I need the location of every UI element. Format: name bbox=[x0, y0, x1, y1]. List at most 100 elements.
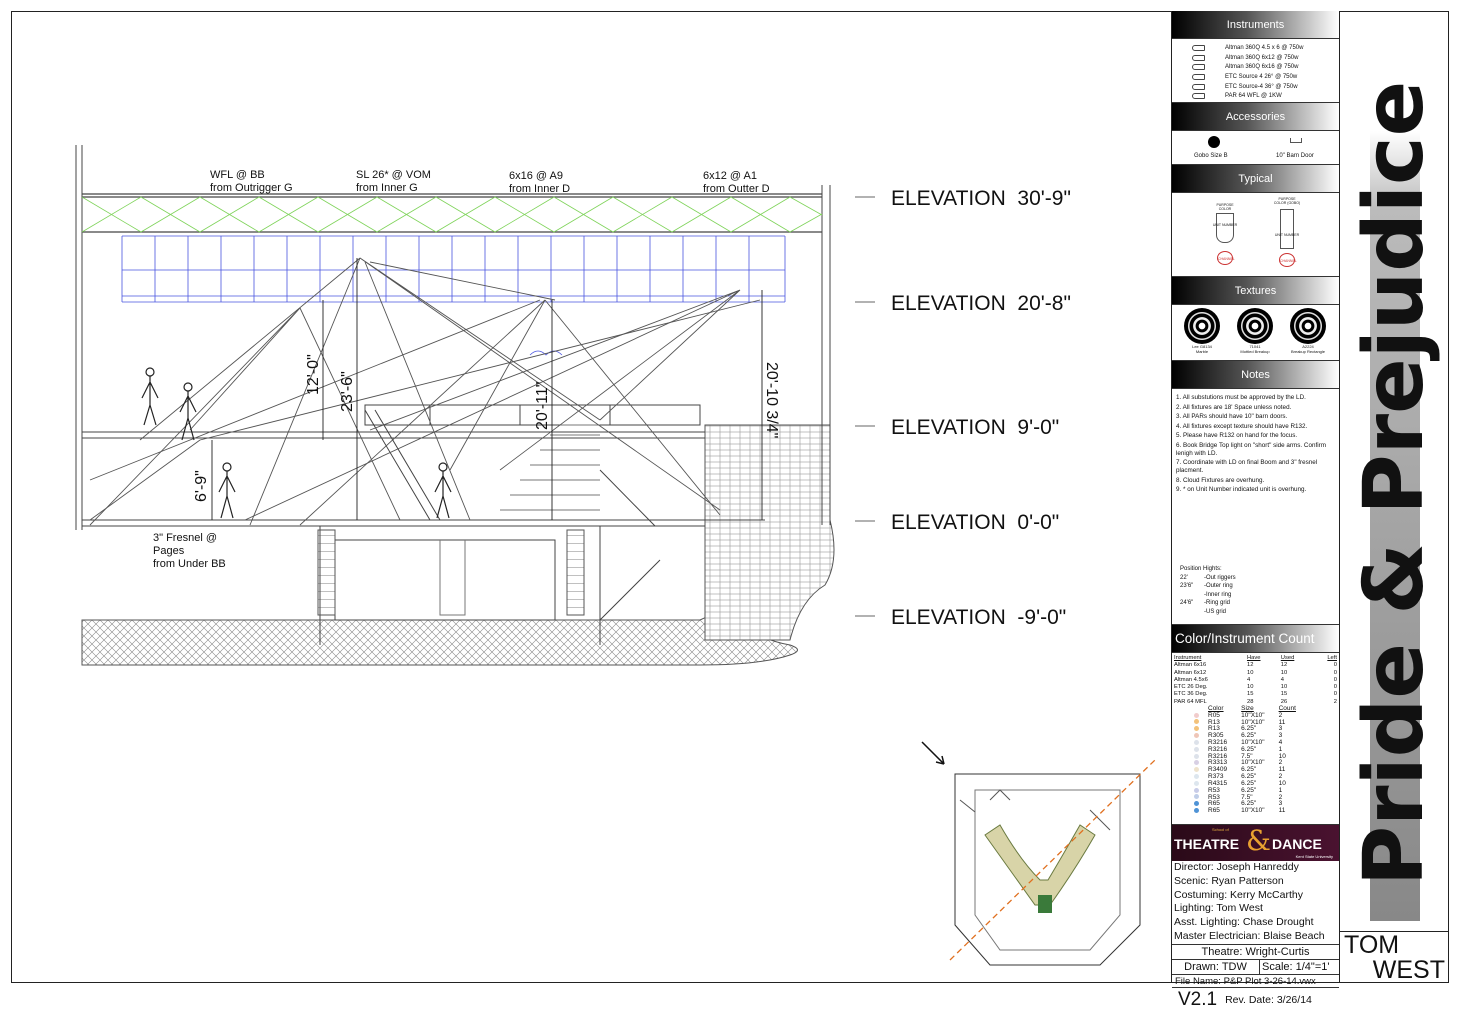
arrow-icon bbox=[921, 741, 945, 765]
position-name: -Ring grid bbox=[1204, 600, 1231, 606]
notes-section: 1. All substutions must be approved by t… bbox=[1172, 389, 1339, 625]
version-row: V2.1 Rev. Date: 3/26/14 bbox=[1172, 988, 1339, 1011]
gobo-texture-icon bbox=[1237, 308, 1273, 344]
notes-list: 1. All substutions must be approved by t… bbox=[1172, 394, 1339, 494]
logo-text: DANCE bbox=[1272, 836, 1322, 852]
count-cell: ETC 36 Deg. bbox=[1174, 691, 1208, 698]
instrument-row: Altman 360Q 6x12 @ 750w bbox=[1172, 53, 1339, 63]
color-swatch-cell bbox=[1194, 753, 1208, 761]
count-cell: Altman 4.5x6 bbox=[1174, 676, 1208, 683]
show-title: Pride & Prejudice bbox=[1347, 80, 1442, 886]
fresnel-label: 3" Fresnel @ bbox=[153, 532, 217, 544]
instruments-header: Instruments bbox=[1172, 11, 1339, 39]
color-cell: 7.5" bbox=[1241, 793, 1253, 801]
human-figures bbox=[141, 367, 452, 519]
color-cell: 1 bbox=[1278, 745, 1283, 753]
texture-label: A2224 bbox=[1302, 344, 1314, 349]
dimension-label: 6'-9" bbox=[193, 470, 210, 502]
spacer bbox=[1194, 706, 1208, 713]
position-label: 6x16 @ A9 bbox=[509, 170, 563, 182]
count-cell: ETC 26 Deg. bbox=[1174, 684, 1208, 691]
color-cell: 2 bbox=[1278, 759, 1283, 767]
color-cell: 10"X10" bbox=[1241, 807, 1265, 815]
instrument-label: Altman 360Q 4.5 x 6 @ 750w bbox=[1225, 44, 1304, 51]
note-item: 8. Cloud Fixtures are overhung. bbox=[1176, 476, 1265, 484]
color-cell: R53 bbox=[1208, 786, 1220, 794]
school-logo: School of THEATRE & DANCE Kent State Uni… bbox=[1172, 825, 1339, 861]
color-cell: 6.25" bbox=[1241, 745, 1257, 753]
column-header: Instrument bbox=[1174, 655, 1202, 661]
position-label: 6x12 @ A1 bbox=[703, 170, 757, 182]
logo-text: Kent State University bbox=[1295, 854, 1333, 859]
color-swatch-icon bbox=[1194, 780, 1199, 786]
color-cell: 10 bbox=[1278, 752, 1286, 760]
position-label: from Inner G bbox=[356, 182, 418, 194]
ground-plan-inset bbox=[921, 741, 1156, 966]
color-swatch-cell bbox=[1194, 794, 1208, 801]
texture-label: Breakup Rectangle bbox=[1290, 349, 1326, 354]
instrument-symbol-icon bbox=[1192, 83, 1205, 90]
dimension-label: 12'-0" bbox=[305, 354, 322, 395]
color-cell: R3409 bbox=[1208, 766, 1228, 774]
texture-label: Lee G8134 bbox=[1192, 344, 1212, 349]
sheet-border bbox=[11, 11, 1449, 983]
color-cell: 6.25" bbox=[1241, 725, 1257, 733]
color-cell: 4 bbox=[1278, 739, 1283, 747]
color-swatch-cell bbox=[1194, 767, 1208, 774]
truss-green bbox=[81, 196, 823, 233]
count-cell: 10 bbox=[1246, 684, 1254, 691]
position-height: 22' bbox=[1180, 574, 1188, 581]
note-item: 5. Please have R132 on hand for the focu… bbox=[1176, 432, 1298, 439]
color-cell: 7.5" bbox=[1241, 752, 1253, 760]
color-swatch-cell bbox=[1194, 719, 1208, 726]
credit-line: Costuming: Kerry McCarthy bbox=[1174, 888, 1303, 901]
color-cell: 10 bbox=[1278, 779, 1286, 787]
elevation-label: ELEVATION 9'-0" bbox=[891, 416, 1059, 439]
dimension-label: 23'-6" bbox=[339, 371, 356, 412]
title-column: Pride & Prejudice TOM WEST bbox=[1340, 11, 1449, 983]
count-cell: Altman 6x12 bbox=[1174, 669, 1207, 676]
count-cell: Altman 6x16 bbox=[1174, 662, 1207, 669]
designer-name: TOM WEST bbox=[1340, 931, 1449, 983]
position-label: from Outter D bbox=[703, 183, 770, 195]
color-swatch-icon bbox=[1194, 773, 1199, 779]
note-item: 7. Coordinate with LD on final Boom and … bbox=[1176, 459, 1318, 474]
elevation-label: ELEVATION 20'-8" bbox=[891, 292, 1071, 315]
accessory-label: 10" Barn Door bbox=[1276, 153, 1314, 159]
color-cell: 6.25" bbox=[1241, 773, 1257, 781]
accessory-label: Gobo Size B bbox=[1194, 153, 1228, 159]
position-label: SL 26* @ VOM bbox=[356, 169, 431, 181]
count-cell: 4 bbox=[1280, 676, 1285, 683]
color-cell: R3216 bbox=[1208, 752, 1228, 760]
elevation-label: ELEVATION 0'-0" bbox=[891, 511, 1059, 534]
count-cell: 10 bbox=[1280, 684, 1288, 691]
color-swatch-icon bbox=[1194, 808, 1199, 814]
instrument-label: Altman 360Q 6x12 @ 750w bbox=[1225, 54, 1299, 61]
typical-label: PURPOSE COLOR (GOBO) bbox=[1273, 197, 1301, 205]
textures-header: Textures bbox=[1172, 277, 1339, 305]
column-header: Count bbox=[1278, 705, 1296, 713]
theatre-name: Theatre: Wright-Curtis bbox=[1172, 945, 1339, 960]
color-cell: 2 bbox=[1278, 793, 1283, 801]
color-swatch-icon bbox=[1194, 719, 1199, 725]
count-cell: 12 bbox=[1280, 662, 1288, 669]
texture-label: 71041 bbox=[1249, 344, 1261, 349]
instrument-row: Altman 360Q 6x16 @ 750w bbox=[1172, 62, 1339, 72]
instrument-label: ETC Source 4 26° @ 750w bbox=[1225, 73, 1298, 80]
count-cell: 0 bbox=[1333, 662, 1337, 669]
note-item: 9. * on Unit Number indicated unit is ov… bbox=[1176, 486, 1307, 493]
elevation-label: ELEVATION 30'-9" bbox=[891, 187, 1071, 210]
color-cell: R3216 bbox=[1208, 739, 1228, 747]
color-swatch-icon bbox=[1194, 760, 1199, 766]
